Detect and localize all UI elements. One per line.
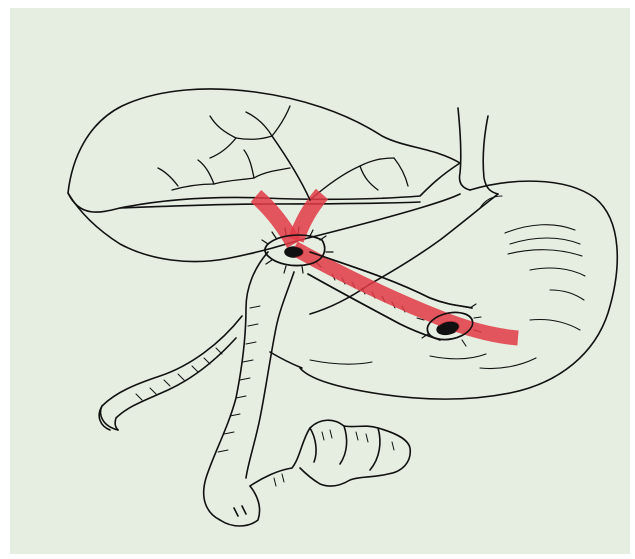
illustration <box>10 8 630 554</box>
anatomy-sketch <box>10 8 630 554</box>
